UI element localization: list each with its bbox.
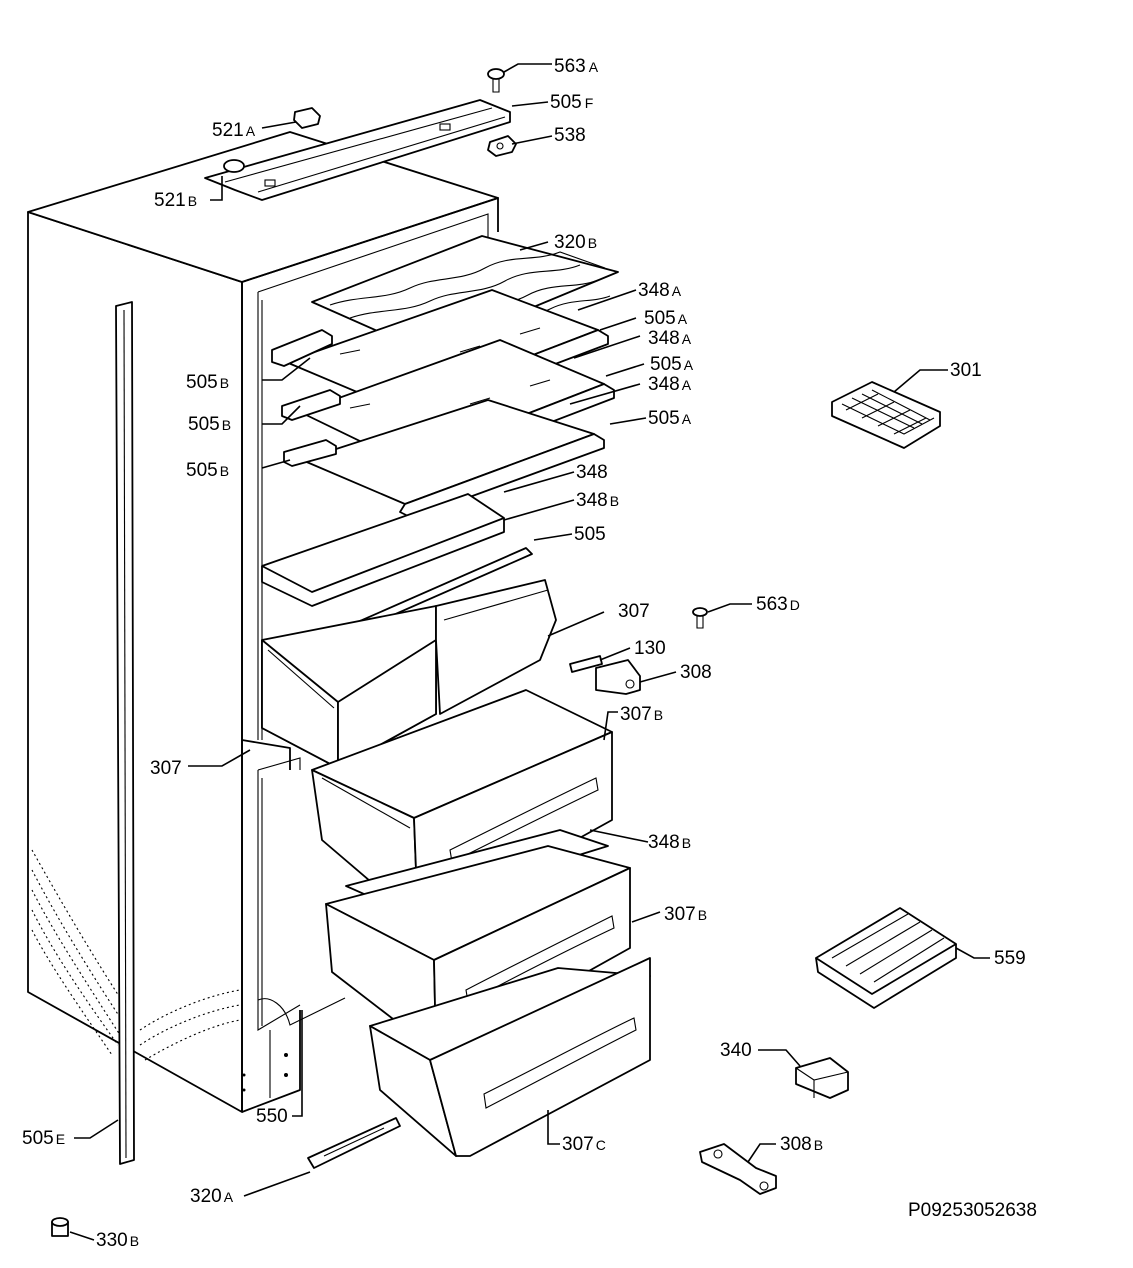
crisper-cover-348b [261, 493, 505, 607]
top-rail-505f [204, 99, 511, 201]
ice-tray-301 [831, 381, 941, 449]
callout-505: 505 [574, 524, 606, 545]
hinge-308 [595, 659, 641, 695]
callout-340: 340 [720, 1040, 752, 1061]
cap-521b [223, 159, 245, 173]
callout-308: 308 [680, 662, 712, 683]
hinge-pin-538 [487, 135, 517, 157]
callout-538: 538 [554, 125, 586, 146]
drawer-307c [369, 957, 651, 1157]
glass-shelf-348 [283, 399, 605, 519]
callout-348: 348 [576, 462, 608, 483]
callout-130: 130 [634, 638, 666, 659]
screw-563a [487, 68, 505, 93]
screw-563d [692, 607, 708, 629]
cabinet-body [27, 131, 499, 1113]
callout-550: 550 [256, 1106, 288, 1127]
cap-521a [293, 107, 321, 129]
callout-559: 559 [994, 948, 1026, 969]
callout-301: 301 [950, 360, 982, 381]
callout-307-2: 307 [150, 758, 182, 779]
hinge-308b [699, 1143, 777, 1195]
drawing-code: P09253052638 [908, 1200, 1037, 1221]
runner-320a [307, 1117, 401, 1169]
door-gasket-505e [115, 301, 135, 1165]
foot-330b [51, 1217, 69, 1237]
tray-559 [815, 907, 957, 1009]
leader-lines [69, 63, 990, 1241]
crisper-drawer-307-upper [261, 579, 557, 769]
cover-130 [569, 655, 603, 673]
switch-340 [795, 1057, 849, 1099]
callout-307-1: 307 [618, 601, 650, 622]
